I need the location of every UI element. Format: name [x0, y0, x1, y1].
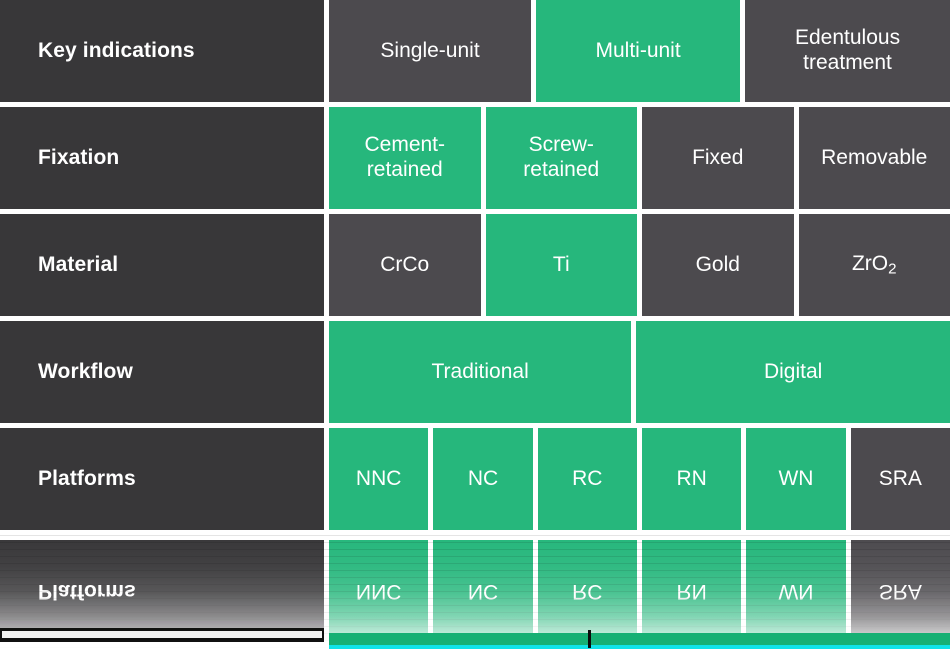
- option-label: WN: [778, 466, 814, 490]
- option-label: WN: [778, 580, 814, 604]
- option-cell-rc: RC: [537, 540, 637, 642]
- option-cell-edentulous-treatment[interactable]: Edentulous treatment: [745, 0, 950, 102]
- matrix-grid: Key indications Single-unit Multi-unit Eden…: [0, 0, 950, 530]
- matrix-row: Workflow Traditional Digital: [0, 321, 950, 423]
- option-label: CrCo: [380, 252, 430, 276]
- row-label-material: Material: [0, 214, 324, 316]
- option-label: SRA: [878, 580, 922, 604]
- row-options: NNC NC RC RN WN SRA: [329, 540, 950, 642]
- option-cell-single-unit[interactable]: Single-unit: [329, 0, 532, 102]
- bottom-edge-green-band: [329, 633, 950, 646]
- option-label: NC: [467, 580, 499, 604]
- option-label: RC: [572, 466, 603, 490]
- row-label-text: Platforms: [38, 466, 136, 490]
- option-cell-gold[interactable]: Gold: [642, 214, 794, 316]
- option-cell-cement-retained[interactable]: Cement-retained: [329, 107, 481, 209]
- option-cell-ti[interactable]: Ti: [485, 214, 637, 316]
- option-cell-digital[interactable]: Digital: [636, 321, 950, 423]
- option-label: NC: [467, 466, 499, 490]
- option-cell-multi-unit[interactable]: Multi-unit: [536, 0, 741, 102]
- matrix-row: Fixation Cement-retained Screw-retained Fix…: [0, 107, 950, 209]
- option-cell-sra[interactable]: SRA: [850, 428, 950, 530]
- option-cell-traditional[interactable]: Traditional: [329, 321, 632, 423]
- option-label: NNC: [355, 466, 402, 490]
- option-label: NNC: [355, 580, 402, 604]
- matrix-row: Platforms NNC NC RC RN WN SRA: [0, 428, 950, 530]
- row-options: Traditional Digital: [329, 321, 950, 423]
- option-label: Screw-retained: [523, 133, 600, 181]
- option-label: Edentulous treatment: [794, 26, 901, 74]
- row-label-text: Key indications: [38, 38, 195, 62]
- option-label: Gold: [695, 252, 740, 276]
- option-cell-nnc[interactable]: NNC: [329, 428, 429, 530]
- option-cell-rc[interactable]: RC: [537, 428, 637, 530]
- option-cell-removable[interactable]: Removable: [798, 107, 950, 209]
- row-label-platforms: Platforms: [0, 540, 324, 642]
- option-cell-rn[interactable]: RN: [641, 428, 742, 530]
- row-label-key-indications: Key indications: [0, 0, 324, 102]
- reflected-matrix-row: Platforms NNC NC RC RN WN SRA: [0, 540, 950, 642]
- matrix-row: Key indications Single-unit Multi-unit Eden…: [0, 0, 950, 102]
- option-label: RN: [676, 466, 707, 490]
- row-options: CrCo Ti Gold ZrO2: [329, 214, 950, 316]
- option-cell-nc: NC: [433, 540, 533, 642]
- option-cell-wn: WN: [746, 540, 846, 642]
- option-label: Ti: [552, 252, 570, 276]
- bottom-edge-dark-band: [0, 628, 324, 642]
- option-cell-nnc: NNC: [329, 540, 429, 642]
- row-options: NNC NC RC RN WN SRA: [329, 428, 950, 530]
- option-cell-crco[interactable]: CrCo: [329, 214, 481, 316]
- row-label-fixation: Fixation: [0, 107, 324, 209]
- option-label: RN: [676, 580, 707, 604]
- option-cell-wn[interactable]: WN: [746, 428, 846, 530]
- option-label: RC: [572, 580, 603, 604]
- option-label: ZrO2: [851, 251, 897, 278]
- bottom-edge-white-fill: [0, 649, 950, 654]
- row-label-text: Workflow: [38, 359, 133, 383]
- option-label: SRA: [878, 466, 922, 490]
- option-label: Traditional: [431, 359, 529, 383]
- option-label: Removable: [821, 145, 928, 169]
- row-label-workflow: Workflow: [0, 321, 324, 423]
- option-cell-sra: SRA: [850, 540, 950, 642]
- row-label-text: Platforms: [38, 580, 136, 604]
- reflection-content: Platforms NNC NC RC RN WN SRA: [0, 535, 950, 642]
- option-label: Multi-unit: [595, 38, 681, 62]
- option-cell-nc[interactable]: NC: [433, 428, 533, 530]
- row-options: Cement-retained Screw-retained Fixed Remova…: [329, 107, 950, 209]
- option-label: Cement-retained: [364, 133, 446, 181]
- option-cell-zro2[interactable]: ZrO2: [798, 214, 950, 316]
- option-label: Digital: [763, 359, 823, 383]
- option-cell-fixed[interactable]: Fixed: [642, 107, 794, 209]
- matrix-row: Material CrCo Ti Gold ZrO2: [0, 214, 950, 316]
- row-label-text: Fixation: [38, 145, 120, 169]
- row-label-platforms: Platforms: [0, 428, 324, 530]
- bottom-edge-tick: [588, 630, 591, 648]
- row-options: Single-unit Multi-unit Edentulous treatmen…: [329, 0, 950, 102]
- option-cell-rn: RN: [641, 540, 742, 642]
- option-label: Single-unit: [380, 38, 480, 62]
- row-label-text: Material: [38, 252, 119, 276]
- option-cell-screw-retained[interactable]: Screw-retained: [485, 107, 637, 209]
- bottom-edge-cyan-line: [329, 645, 950, 649]
- option-label: Fixed: [692, 145, 744, 169]
